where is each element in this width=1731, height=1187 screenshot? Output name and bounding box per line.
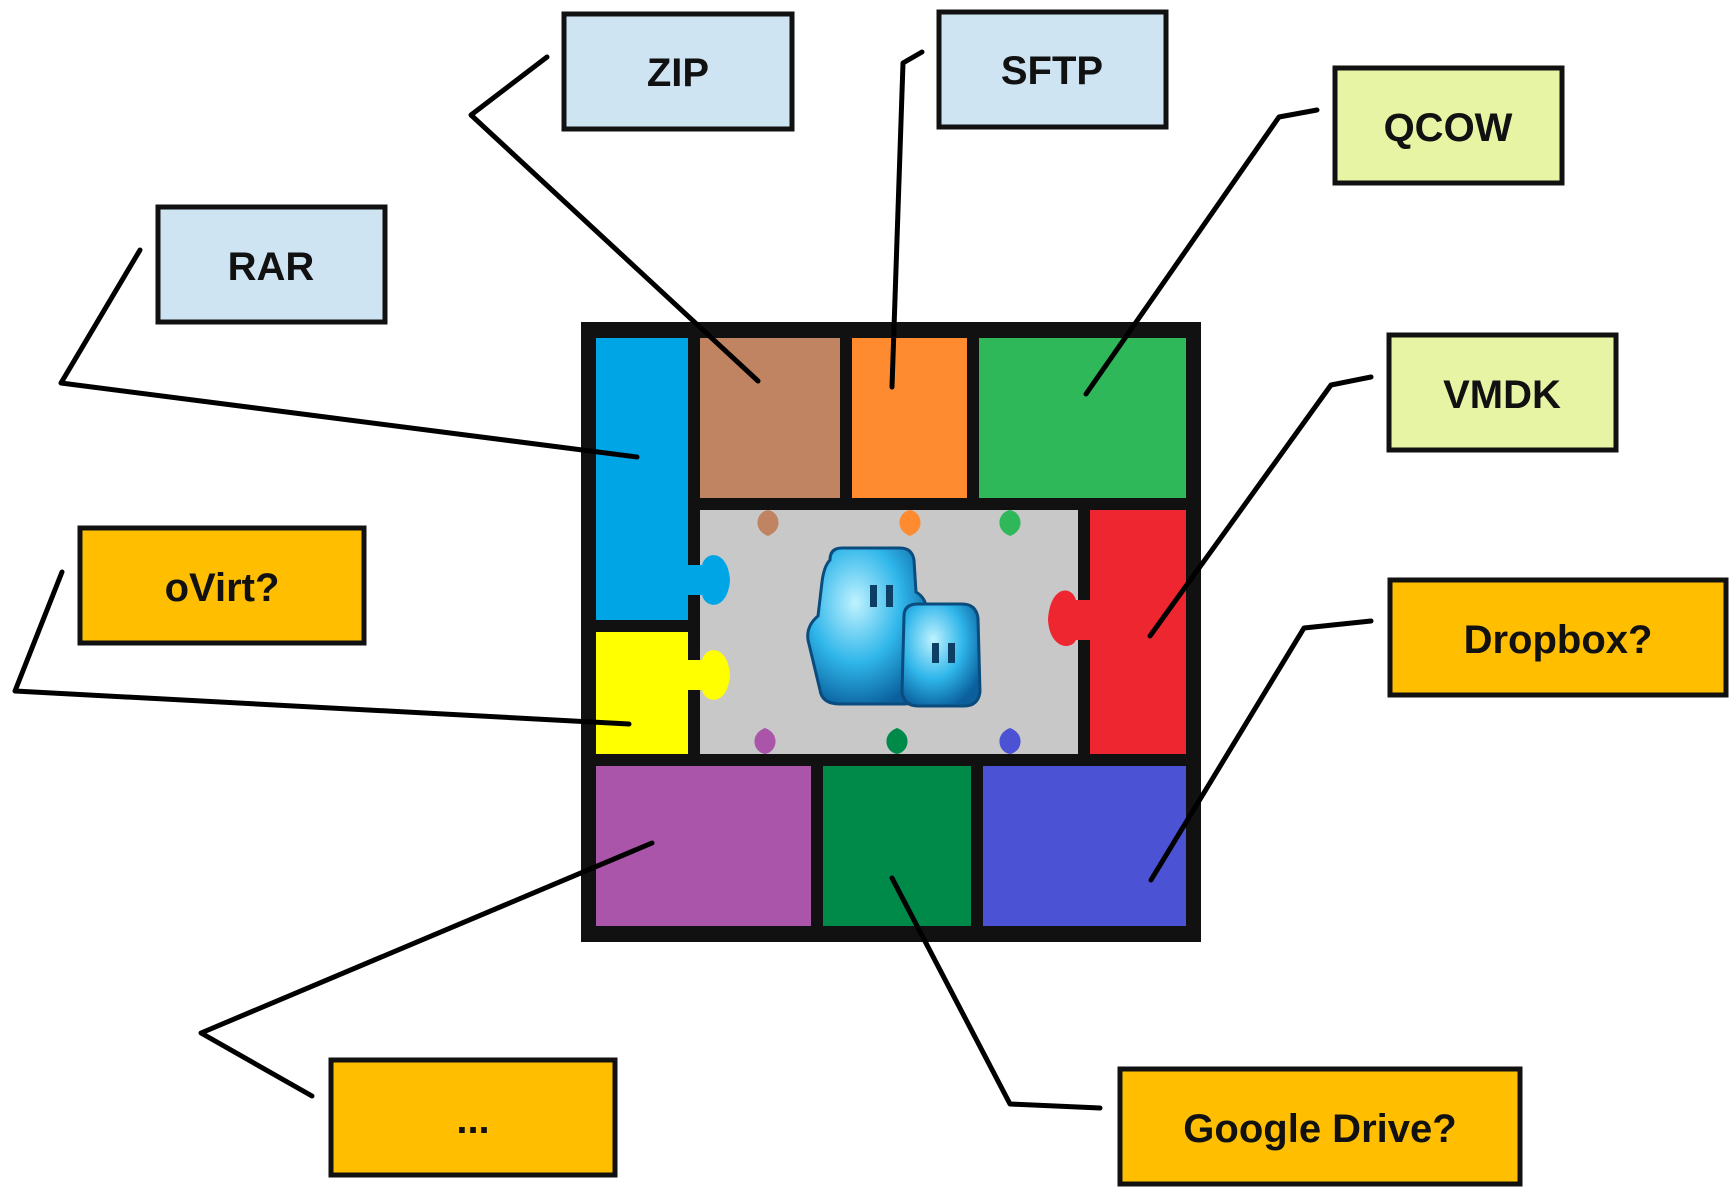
connector-vmdk [1147, 374, 1374, 639]
puzzle-knob [688, 650, 730, 700]
puzzle-knob [757, 498, 779, 536]
connector-other [198, 840, 655, 1099]
connector-dropbox [1148, 618, 1374, 883]
label-other-text: ... [456, 1098, 489, 1142]
puzzle-piece-vmdk [1090, 510, 1186, 754]
blue-cloud-icon [806, 546, 982, 708]
label-qcow-text: QCOW [1384, 106, 1513, 150]
puzzle-piece-zip [700, 338, 840, 498]
puzzle-knob [754, 728, 776, 766]
puzzle-piece-sftp [852, 338, 967, 498]
connector-ovirt [12, 569, 632, 727]
label-ovirt: oVirt? [77, 525, 367, 646]
puzzle-knob [886, 728, 908, 766]
label-ovirt-text: oVirt? [165, 566, 280, 610]
puzzle-piece-other [596, 766, 811, 926]
connectors [12, 49, 1374, 1111]
connector-rar [58, 247, 640, 460]
label-dropbox-text: Dropbox? [1464, 618, 1653, 662]
label-rar: RAR [155, 204, 388, 325]
puzzle-knob [999, 728, 1021, 766]
label-other: ... [328, 1057, 618, 1178]
label-zip-text: ZIP [647, 51, 709, 95]
puzzle-knob [688, 555, 730, 605]
connector-qcow [1083, 107, 1320, 397]
puzzle-knob [899, 498, 921, 536]
label-dropbox: Dropbox? [1387, 577, 1729, 698]
puzzle-piece-rar [596, 338, 688, 620]
label-sftp: SFTP [936, 9, 1169, 130]
puzzle-piece-google-drive [823, 766, 971, 926]
puzzle-knob [1048, 590, 1090, 646]
puzzle-piece-dropbox [983, 766, 1186, 926]
connector-google-drive [889, 875, 1103, 1111]
label-vmdk-text: VMDK [1443, 373, 1561, 417]
label-rar-text: RAR [228, 245, 315, 289]
label-sftp-text: SFTP [1001, 49, 1103, 93]
label-zip: ZIP [561, 11, 795, 132]
puzzle-piece-ovirt [596, 632, 688, 754]
connector-sftp [889, 49, 925, 390]
puzzle-knob [999, 498, 1021, 536]
label-google-drive-text: Google Drive? [1183, 1107, 1456, 1151]
label-qcow: QCOW [1332, 65, 1565, 186]
label-vmdk: VMDK [1386, 332, 1619, 453]
puzzle-icon [581, 322, 1201, 942]
puzzle-piece-qcow [979, 338, 1186, 498]
label-google-drive: Google Drive? [1117, 1066, 1523, 1187]
connector-zip [468, 54, 761, 384]
